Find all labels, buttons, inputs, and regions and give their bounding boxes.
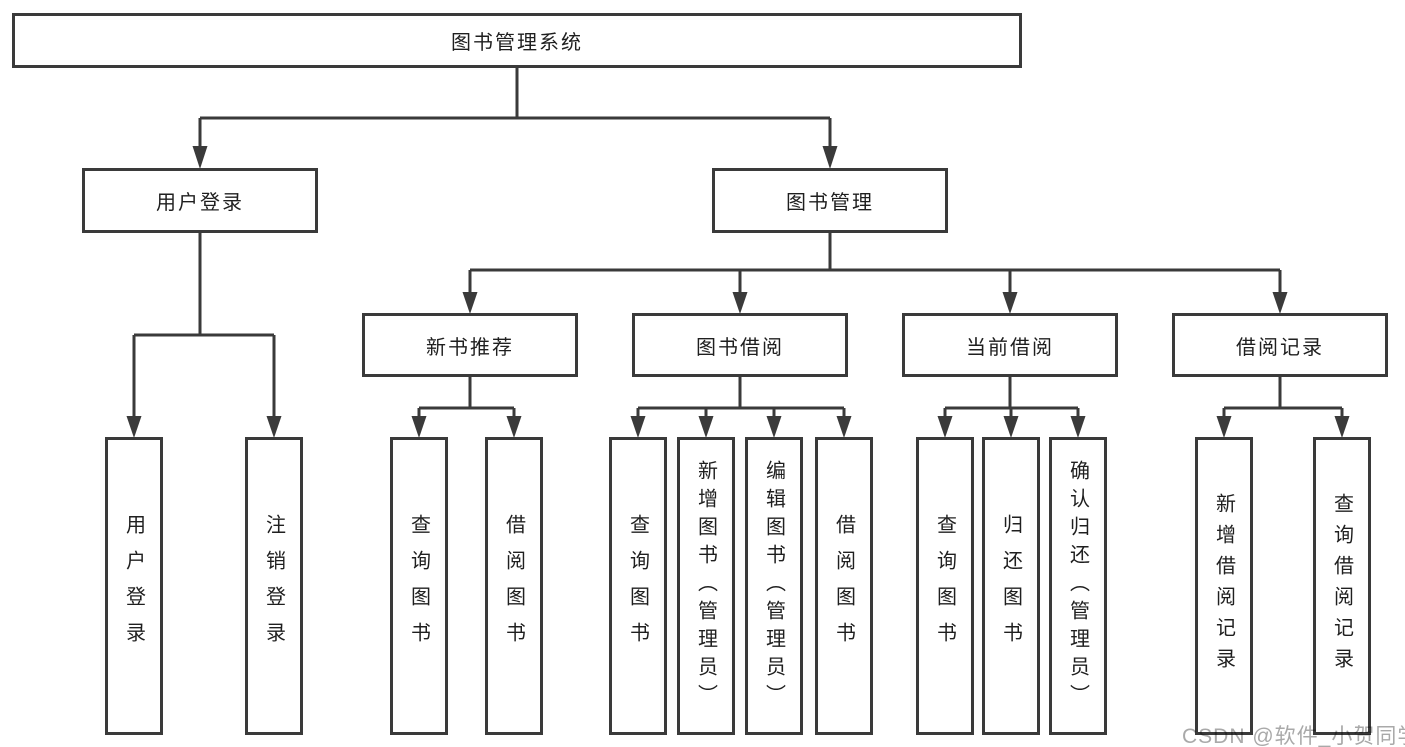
leaf-add-borrow-record: 新增借阅记录 — [1195, 437, 1253, 735]
node-root-label: 图书管理系统 — [451, 32, 583, 54]
node-borrow-records: 借阅记录 — [1172, 313, 1388, 377]
leaf-user-login: 用户登录 — [105, 437, 163, 735]
node-book-borrow: 图书借阅 — [632, 313, 848, 377]
leaf-borrow-books: 借阅图书 — [815, 437, 873, 735]
node-root-library-system: 图书管理系统 — [12, 13, 1022, 68]
node-current-borrow-label: 当前借阅 — [966, 336, 1054, 359]
node-new-book-recommend: 新书推荐 — [362, 313, 578, 377]
node-current-borrow: 当前借阅 — [902, 313, 1118, 377]
leaf-query-books-current: 查询图书 — [916, 437, 974, 735]
leaf-confirm-return-admin: 确认归还（管理员） — [1049, 437, 1107, 735]
node-user-login: 用户登录 — [82, 168, 318, 233]
csdn-watermark: CSDN @软件_小贺同学 — [1182, 725, 1405, 747]
leaf-edit-book-admin: 编辑图书（管理员） — [745, 437, 803, 735]
node-user-login-label: 用户登录 — [156, 192, 244, 214]
node-borrow-records-label: 借阅记录 — [1236, 336, 1324, 359]
leaf-return-book: 归还图书 — [982, 437, 1040, 735]
leaf-add-book-admin: 新增图书（管理员） — [677, 437, 735, 735]
node-book-management-label: 图书管理 — [786, 192, 874, 214]
leaf-logout: 注销登录 — [245, 437, 303, 735]
node-book-management: 图书管理 — [712, 168, 948, 233]
leaf-borrow-books-recommend: 借阅图书 — [485, 437, 543, 735]
leaf-query-books-borrow: 查询图书 — [609, 437, 667, 735]
leaf-query-borrow-record: 查询借阅记录 — [1313, 437, 1371, 735]
node-book-borrow-label: 图书借阅 — [696, 336, 784, 359]
leaf-query-books-recommend: 查询图书 — [390, 437, 448, 735]
node-new-book-recommend-label: 新书推荐 — [426, 336, 514, 359]
